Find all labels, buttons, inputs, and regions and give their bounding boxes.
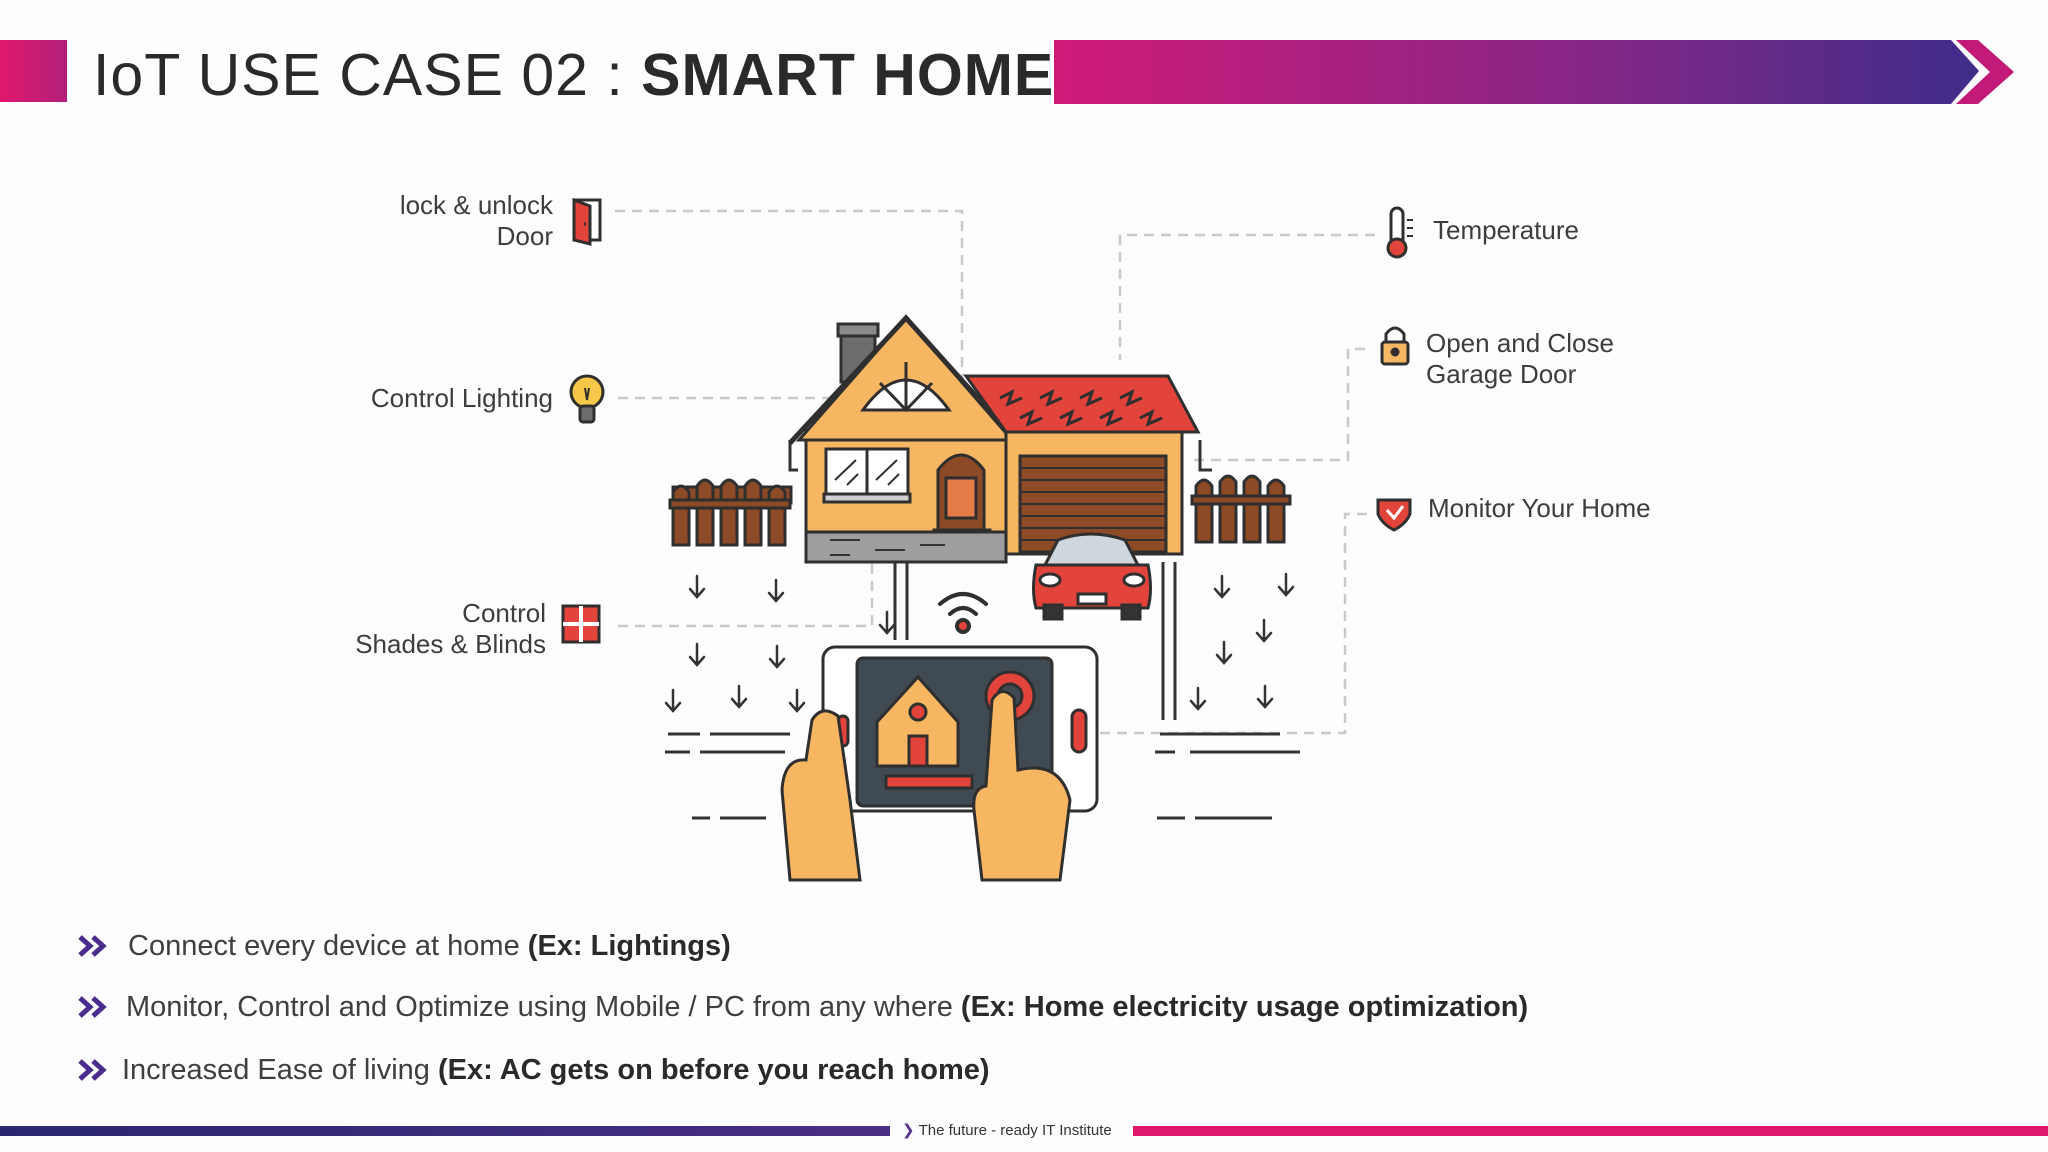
benefit-example: (Ex: Lightings) [527, 930, 731, 962]
footer-chevron-icon: ❯ [902, 1122, 915, 1139]
hands [780, 690, 1072, 882]
lock-door-label: lock & unlock Door [320, 190, 553, 252]
double-chevron-icon [78, 1059, 107, 1081]
title-gradient-band [1054, 40, 2014, 104]
garage-door-label: Open and Close Garage Door [1426, 328, 1614, 390]
benefit-example: (Ex: AC gets on before you reach home) [437, 1054, 990, 1086]
garage-door-label-line2: Garage Door [1426, 359, 1577, 389]
page-title-light: IoT USE CASE 02 : [93, 42, 642, 108]
temperature-label: Temperature [1433, 215, 1579, 245]
shield-icon [1376, 498, 1412, 532]
ground-arrow-icon [688, 574, 706, 599]
door-icon [572, 197, 602, 246]
footer-tagline: ❯The future - ready IT Institute [902, 1121, 1112, 1139]
footer-tagline-text: The future - ready IT Institute [918, 1122, 1112, 1139]
house [788, 314, 1201, 564]
benefit-text: Monitor, Control and Optimize using Mobi… [126, 991, 961, 1023]
benefit-text: Increased Ease of living [122, 1054, 438, 1086]
lightbulb-icon [569, 374, 605, 424]
car [1032, 532, 1152, 621]
shades-label-line1: Control [462, 598, 546, 628]
thermometer-icon [1386, 206, 1413, 259]
double-chevron-icon [78, 935, 107, 957]
lock-door-label-line2: Door [496, 221, 553, 251]
page-title: IoT USE CASE 02 : SMART HOME [93, 40, 1054, 110]
wifi-icon [938, 592, 988, 634]
footer-bar-right [1133, 1126, 2048, 1136]
lock-door-label-line1: lock & unlock [399, 190, 553, 220]
page-title-bold: SMART HOME [641, 42, 1055, 108]
lighting-label: Control Lighting [370, 383, 553, 413]
left-fence [668, 478, 793, 547]
garage-door-label-line1: Open and Close [1426, 328, 1614, 358]
shades-label-line2: Shades & Blinds [355, 629, 546, 659]
double-chevron-icon [78, 996, 107, 1018]
window-icon [561, 604, 601, 644]
padlock-icon [1380, 326, 1410, 366]
right-fence [1190, 474, 1292, 544]
benefit-example: (Ex: Home electricity usage optimization… [960, 991, 1529, 1023]
title-accent-bar [0, 40, 67, 102]
footer-bar-left [0, 1126, 890, 1136]
shades-label: Control Shades & Blinds [300, 598, 546, 660]
benefit-text: Connect every device at home [128, 930, 528, 962]
band-chevron-icon [1956, 40, 2014, 104]
monitor-home-label: Monitor Your Home [1428, 493, 1651, 523]
